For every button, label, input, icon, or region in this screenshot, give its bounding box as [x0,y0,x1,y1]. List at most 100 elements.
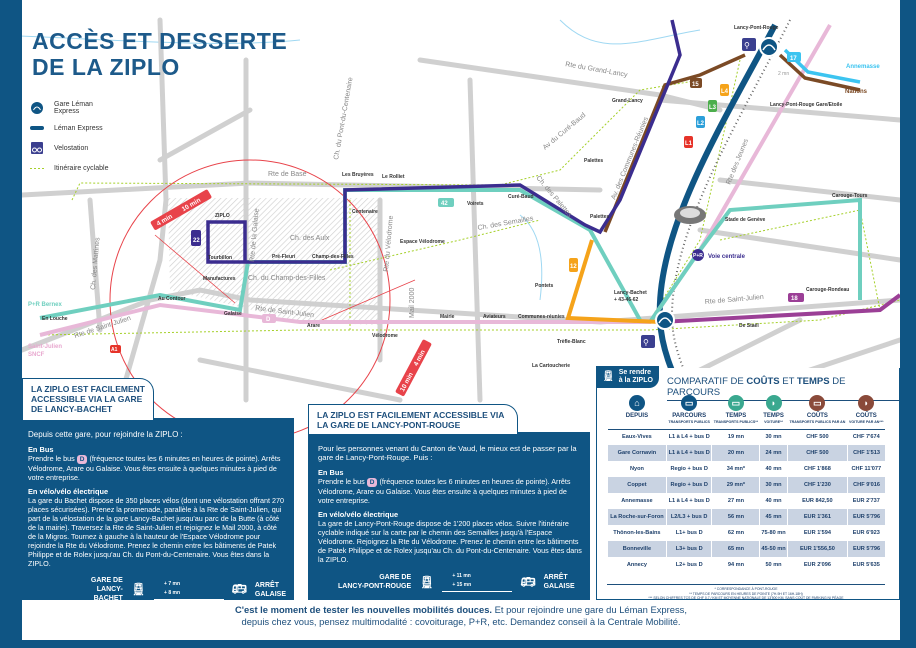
road-label: Rte de la Galaise [249,208,261,262]
svg-text:P+R: P+R [693,253,703,259]
table-cell: CHF 500 [806,434,829,441]
stop-label: Tourbillon [208,255,232,261]
table-cell: L1 à L4 + bus D [668,498,710,504]
stop-label: Trèfle-Blanc [557,339,586,345]
table-cell: Bonneville [607,541,667,557]
stop-label: Centenaire [352,209,378,215]
section-title: En vélo/vélo électrique [28,487,109,496]
svg-text:12: 12 [570,264,577,270]
line-badge-L1: L1 [684,136,693,148]
velostation-icon: ⚲ [641,335,655,348]
table-cell: L1+ bus D [675,530,703,536]
line-badge-17: 17 [787,52,801,62]
bike-text: La gare de Lancy-Pont-Rouge dispose de 1… [318,519,582,564]
stop-label: Pontets [535,283,554,289]
bus-icon: 🚌︎ [231,582,247,596]
stop-label: ZIPLO [215,213,230,219]
legend-item: Itinéraire cyclable [30,158,108,178]
bus-cost-icon: ▭ [809,395,826,411]
place-label: Annemasse [846,64,880,70]
line-badge-L4: L4 [720,84,729,96]
svg-text:⚲: ⚲ [744,41,750,50]
bus-line-15 [603,53,861,233]
table-cell: EUR 1'361 [786,509,848,525]
road-label: Ch. des Mattines [90,237,102,290]
svg-text:18: 18 [791,296,798,302]
stop-label: Voirets [467,201,484,207]
house-icon: ⌂ [628,395,645,411]
bus-icon: ▭ [681,395,698,411]
table-cell: EUR 5'796 [847,541,885,557]
stop-label: + 43-46-62 [614,297,639,303]
walk-time-label: 2 mn [778,71,789,77]
stop-label: Aviateurs [483,314,506,320]
table-cell: CHF 500 [786,445,848,461]
bus-time: + 7 mn [164,580,181,587]
stop-label: Lancy-Pont-Rouge Gare/Etoile [770,102,842,108]
stop-label: Le Rolliet [382,174,405,180]
place-label: Nations [845,89,868,95]
bus-line-18 [659,293,902,324]
stadium-icon [674,206,706,224]
table-cell: 40 mn [765,498,782,504]
leman-express-station-lancy-bachet[interactable] [655,310,675,330]
table-cell: Eaux-Vives [622,434,652,441]
bus-line-badge: D [76,455,88,464]
table-cell: 45-50 mn [759,541,788,557]
stop-label: Lancy-Pont-Rouge [734,25,779,31]
section-title: En vélo/vélo électrique [318,510,399,519]
road-label: Rte des Jeunes [725,138,750,186]
table-cell: 45 mn [759,509,788,525]
bus-icon: 🚌︎ [520,574,536,589]
bus-line-D [39,23,832,337]
line-badge-L3: L3 [708,100,717,112]
leman-express-station-lancy-pont-rouge[interactable] [759,37,779,57]
road-label: Ch. du Champ-des-Filles [248,275,326,282]
lancy-pont-rouge-panel: LA ZIPLO EST FACILEMENT ACCESSIBLE VIA L… [308,404,590,600]
lancy-bachet-panel: LA ZIPLO EST FACILEMENT ACCESSIBLE VIA L… [22,378,294,602]
svg-text:D: D [266,317,271,323]
velostation-icon: ⚲ [742,38,756,51]
train-icon: 🚆︎ [602,371,615,382]
line-badge-22: 22 [191,230,201,246]
table-cell: 30 mn [759,477,788,493]
intro-text: Pour les personnes venant du Canton de V… [318,444,577,462]
table-cell: CHF 1'868 [803,466,831,472]
comparison-title: COMPARATIF DE COÛTS ET TEMPS DE PARCOURS [667,376,899,401]
train-icon: 🚆︎ [130,582,147,596]
svg-text:⚲: ⚲ [643,338,649,347]
map-legend: Gare Léman Express Léman Express Velosta… [30,98,108,178]
table-cell: 40 mn [765,466,782,472]
stop-label: Mairie [440,314,455,320]
stop-label: Communes-réunies [518,314,565,320]
panel-title: LA ZIPLO EST FACILEMENT ACCESSIBLE VIA L… [308,404,518,434]
table-cell: 94 mn [727,562,744,568]
table-cell: L1 à L4 + bus D [668,434,710,441]
bottom-edge-band [0,640,916,648]
table-cell: Annemasse [621,498,653,504]
place-label: SNCF [28,352,45,358]
place-label: P+R Bernex [28,302,63,308]
bus-text: Prendre le bus D (fréquence toutes les 6… [318,477,571,505]
table-cell: EUR 5'796 [847,509,885,525]
line-badge-L2: L2 [696,116,705,128]
line-badge-D: D [262,314,276,323]
stop-label: Curé-Baud [508,194,534,200]
river [19,19,701,45]
table-cell: EUR 2'737 [852,498,880,504]
leman-express-station-icon [30,102,44,114]
bottom-banner: C'est le moment de tester les nouvelles … [235,604,687,627]
road-label: Ch. des Semailles [477,215,534,232]
table-cell: CHF 7'674 [852,434,880,441]
table-cell: 20 mn [711,445,760,461]
